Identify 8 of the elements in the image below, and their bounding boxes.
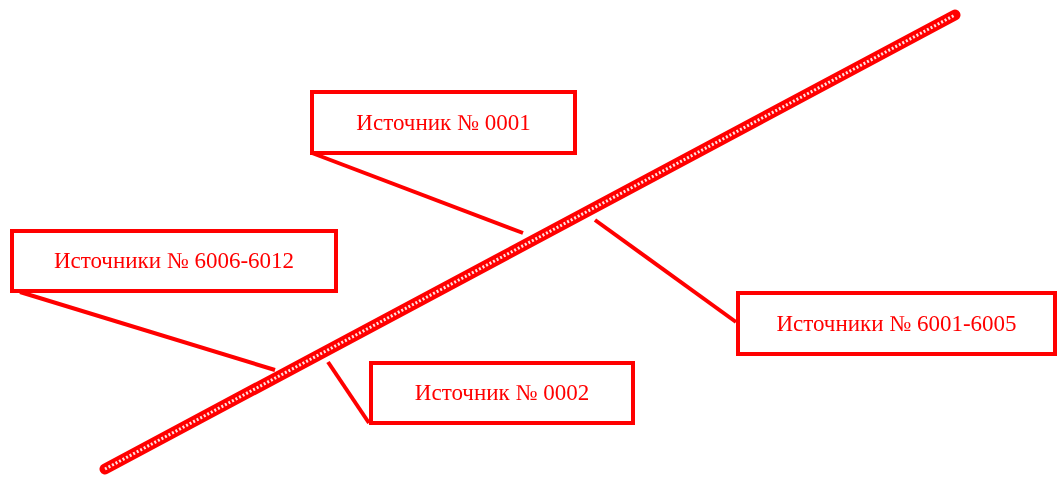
- callout-box: [736, 291, 1057, 356]
- callout-text: Источник № 0002: [414, 380, 590, 406]
- leader-line: [326, 360, 371, 425]
- callout-text: Источник № 0001: [356, 109, 531, 136]
- callout-text: Источники № 6006-6012: [53, 248, 295, 274]
- callout-box: [10, 229, 338, 293]
- leader-line: [593, 218, 738, 324]
- callout-text: Источники № 6001-6005: [776, 310, 1017, 337]
